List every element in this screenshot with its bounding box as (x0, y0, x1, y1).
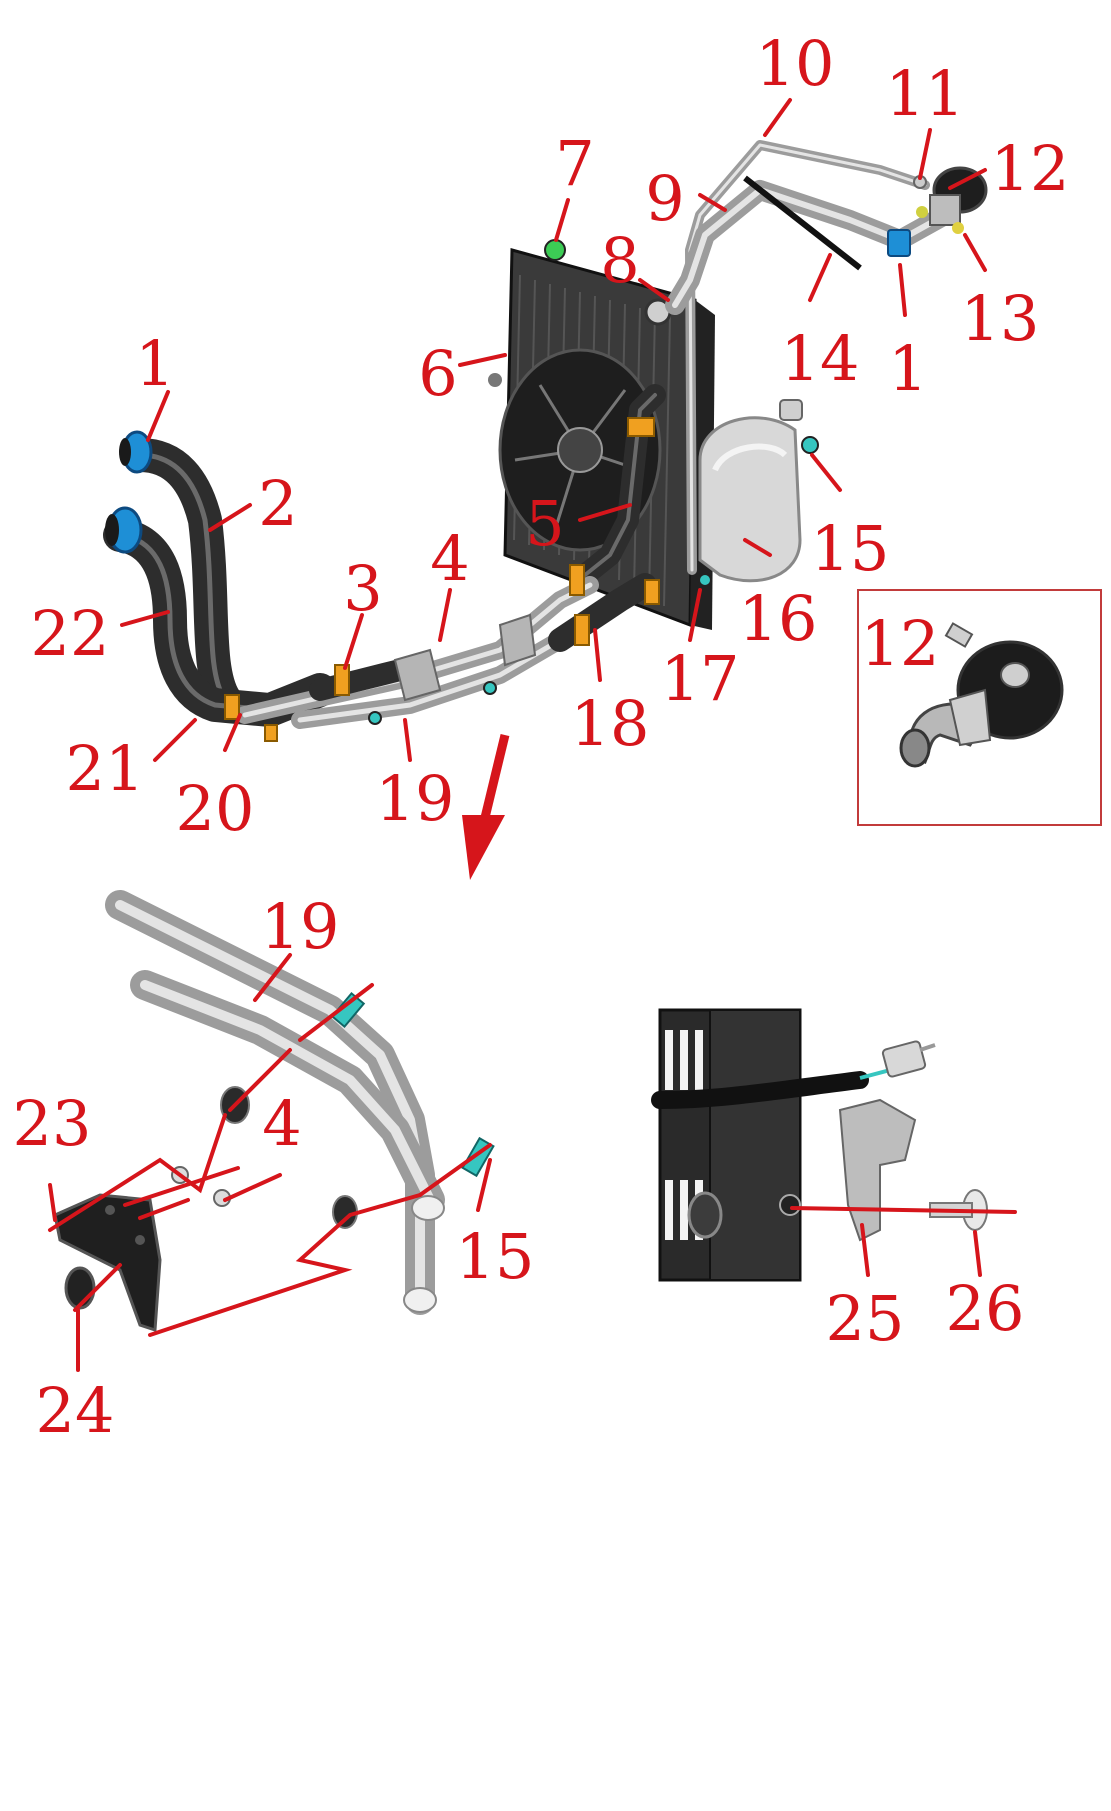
filler-neck (916, 166, 988, 234)
detail-callout-24: 24 (36, 1374, 115, 1447)
callout-13: 13 (961, 282, 1040, 355)
callout-21: 21 (66, 732, 145, 805)
callout-15: 15 (811, 512, 890, 585)
coolant-reservoir (698, 399, 819, 583)
callout-4: 4 (430, 522, 469, 595)
callout-10: 10 (756, 27, 835, 100)
leader-lines-main (120, 98, 987, 762)
callout-9: 9 (645, 162, 684, 235)
callout-18: 18 (571, 687, 650, 760)
main-assembly: 1 2 3 4 5 6 7 8 9 10 11 12 13 14 1 15 16… (31, 27, 1070, 880)
detail-callout-15: 15 (456, 1220, 535, 1293)
callout-20: 20 (176, 772, 255, 845)
detail-callout-4: 4 (262, 1087, 301, 1160)
leader-lines-detail-left (48, 953, 492, 1372)
callout-2: 2 (258, 467, 297, 540)
detail-pipe-mounting: 19 23 4 15 24 (13, 890, 535, 1447)
bracket-25 (838, 1098, 917, 1242)
callout-14: 14 (781, 322, 860, 395)
detail-callout-25: 25 (826, 1282, 905, 1355)
inset-label-12: 12 (861, 607, 940, 680)
detail-callout-23: 23 (13, 1087, 92, 1160)
callout-17: 17 (661, 642, 740, 715)
callout-19: 19 (376, 762, 455, 835)
callout-12: 12 (991, 132, 1070, 205)
callout-5: 5 (525, 487, 564, 560)
left-hoses (103, 430, 337, 727)
callout-8: 8 (600, 224, 639, 297)
down-arrow (462, 733, 510, 880)
callout-16: 16 (739, 582, 818, 655)
detail-callout-26: 26 (946, 1272, 1025, 1345)
grommet-24 (64, 1266, 96, 1310)
callout-1: 1 (135, 327, 174, 400)
callout-6: 6 (418, 337, 457, 410)
callout-3: 3 (343, 552, 382, 625)
callout-11: 11 (886, 57, 965, 130)
callout-7: 7 (555, 127, 594, 200)
callouts-main: 1 2 3 4 5 6 7 8 9 10 11 12 13 14 1 15 16… (31, 27, 1070, 845)
radiator (488, 239, 715, 630)
bracket-23 (53, 1193, 162, 1333)
detail-sensor-bracket: 25 26 (651, 1008, 1025, 1355)
upper-pipes (665, 140, 988, 575)
lower-pipe-assembly (224, 564, 712, 742)
detail-callout-19: 19 (261, 890, 340, 963)
callout-22: 22 (31, 597, 110, 670)
inset-filler-cap: 12 (857, 589, 1102, 826)
callout-1b: 1 (888, 332, 927, 405)
filler-cap-detail (899, 622, 1064, 768)
